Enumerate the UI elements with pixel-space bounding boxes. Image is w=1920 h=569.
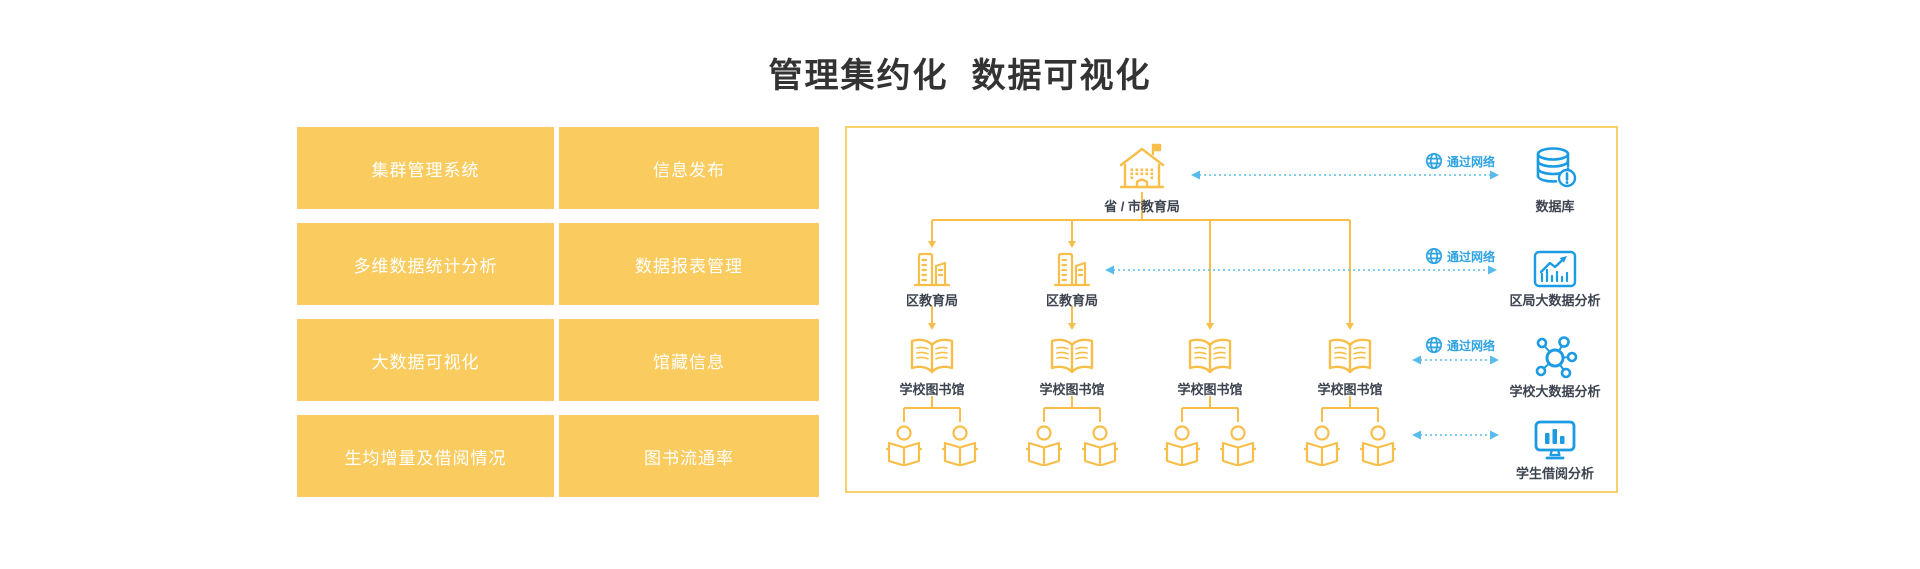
database-icon xyxy=(1536,147,1577,188)
government-building-icon xyxy=(1119,143,1165,189)
feature-chip-bigdata-visualization[interactable]: 大数据可视化 xyxy=(297,319,554,401)
root-node-label: 省 / 市教育局 xyxy=(1104,199,1180,214)
school-library-icon xyxy=(1050,338,1094,374)
school-library-label: 学校图书馆 xyxy=(1039,382,1105,397)
district-bureau-label: 区教育局 xyxy=(905,293,958,308)
globe-icon xyxy=(1425,336,1443,354)
school-library-label: 学校图书馆 xyxy=(1177,382,1243,397)
feature-chip-collection-info[interactable]: 馆藏信息 xyxy=(559,319,819,401)
network-link-label: 通过网络 xyxy=(1446,154,1495,169)
school-library-icon xyxy=(1188,338,1232,374)
school-bigdata-label: 学校大数据分析 xyxy=(1509,384,1601,399)
student-reader-icon xyxy=(1304,425,1340,466)
network-nodes-icon xyxy=(1535,336,1578,379)
student-reader-icon xyxy=(942,425,978,466)
student-reader-icon xyxy=(1220,425,1256,466)
network-link: 通过网络 xyxy=(1367,247,1495,265)
globe-icon xyxy=(1425,247,1443,265)
feature-chip-info-release[interactable]: 信息发布 xyxy=(559,127,819,209)
student-reader-icon xyxy=(1026,425,1062,466)
school-library-label: 学校图书馆 xyxy=(899,382,965,397)
database-label: 数据库 xyxy=(1535,199,1575,214)
architecture-diagram: 省 / 市教育局 区教育局 区教育局 学校图书馆 学校图书馆 学校图书馆 学校图… xyxy=(845,126,1618,493)
student-reader-icon xyxy=(1164,425,1200,466)
feature-grid: 集群管理系统 信息发布 多维数据统计分析 数据报表管理 大数据可视化 馆藏信息 … xyxy=(297,127,819,497)
network-link: 通过网络 xyxy=(1367,336,1495,354)
student-reader-icon xyxy=(1360,425,1396,466)
student-reader-icon xyxy=(1082,425,1118,466)
feature-chip-circulation-rate[interactable]: 图书流通率 xyxy=(559,415,819,497)
district-bureau-label: 区教育局 xyxy=(1045,293,1098,308)
district-bureau-icon xyxy=(1054,252,1090,287)
student-reader-icon xyxy=(886,425,922,466)
district-bigdata-label: 区局大数据分析 xyxy=(1509,293,1601,308)
monitor-chart-icon xyxy=(1534,420,1576,460)
school-library-label: 学校图书馆 xyxy=(1317,382,1383,397)
feature-chip-report-management[interactable]: 数据报表管理 xyxy=(559,223,819,305)
feature-chip-per-student-borrowing[interactable]: 生均增量及借阅情况 xyxy=(297,415,554,497)
feature-chip-cluster-management[interactable]: 集群管理系统 xyxy=(297,127,554,209)
network-link-label: 通过网络 xyxy=(1446,338,1495,353)
page-title: 管理集约化 数据可视化 xyxy=(768,57,1152,95)
growth-chart-icon xyxy=(1533,250,1577,288)
district-bureau-icon xyxy=(914,252,950,287)
network-link-label: 通过网络 xyxy=(1446,249,1495,264)
network-link: 通过网络 xyxy=(1367,152,1495,170)
school-library-icon xyxy=(910,338,954,374)
student-borrowing-label: 学生借阅分析 xyxy=(1515,466,1594,481)
connector-lines xyxy=(903,170,1499,440)
globe-icon xyxy=(1425,152,1443,170)
feature-chip-multidim-stats[interactable]: 多维数据统计分析 xyxy=(297,223,554,305)
